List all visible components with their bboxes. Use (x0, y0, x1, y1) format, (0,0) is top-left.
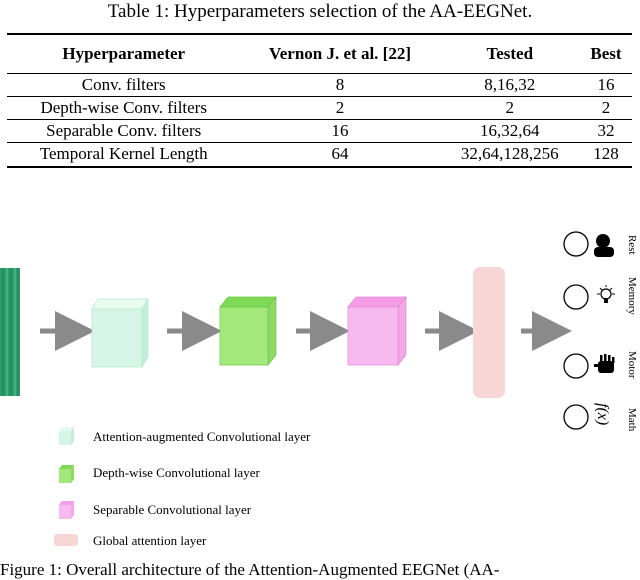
legend-label: Global attention layer (93, 533, 207, 548)
legend: Attention-augmented Convolutional layer … (54, 427, 311, 548)
architecture-figure: Rest Memory Motor f(x) Math (0, 231, 638, 548)
output-label: Rest (626, 235, 638, 255)
legend-item-attention: Attention-augmented Convolutional layer (59, 427, 311, 445)
legend-item-separable: Separable Convolutional layer (59, 501, 252, 519)
legend-label: Depth-wise Convolutional layer (93, 465, 260, 480)
table-header-cell: Hyperparameter (62, 44, 186, 63)
table-header-cell: Best (590, 44, 622, 63)
table-cell: Depth-wise Conv. filters (7, 96, 241, 120)
eeg-input-signal (0, 268, 20, 396)
table-cell: 16 (240, 119, 440, 143)
table-cell: 2 (579, 96, 632, 120)
table-cell: Conv. filters (7, 73, 241, 97)
output-math: f(x) Math (563, 403, 638, 432)
table-cell: 16,32,64 (439, 119, 580, 143)
separable-conv-block (347, 296, 407, 366)
global-attention-block (473, 267, 505, 398)
table-row: Depth-wise Conv. filters 2 2 2 (7, 96, 632, 120)
table-cell: Separable Conv. filters (7, 119, 241, 143)
output-motor: Motor (563, 351, 638, 379)
table-cell: 64 (240, 142, 440, 165)
table-cell: 16 (579, 73, 632, 97)
legend-label: Separable Convolutional layer (93, 502, 252, 517)
table-header-cell: Tested (486, 44, 534, 63)
lightbulb-icon (597, 285, 615, 303)
hand-icon (594, 354, 615, 373)
legend-label: Attention-augmented Convolutional layer (93, 429, 311, 444)
hyperparameter-table: Hyperparameter Vernon J. et al. [22] Tes… (7, 33, 632, 165)
output-label: Motor (626, 351, 638, 379)
table-cell: 2 (439, 96, 580, 120)
table-row: Separable Conv. filters 16 16,32,64 32 (7, 119, 632, 143)
table-caption: Table 1: Hyperparameters selection of th… (107, 1, 533, 22)
function-icon: f(x) (594, 403, 611, 425)
table-cell: 8 (240, 73, 440, 97)
attention-conv-block (91, 297, 149, 369)
table-header-cell: Vernon J. et al. [22] (269, 44, 411, 63)
output-label: Math (626, 408, 638, 432)
table-cell: 32,64,128,256 (439, 142, 580, 165)
table-cell: 32 (579, 119, 632, 143)
output-memory: Memory (563, 277, 638, 315)
person-icon (594, 234, 614, 257)
figure-caption: Figure 1: Overall architecture of the At… (0, 560, 500, 579)
legend-item-depthwise: Depth-wise Convolutional layer (59, 465, 260, 483)
output-rest: Rest (563, 231, 638, 257)
table-row: Temporal Kernel Length 64 32,64,128,256 … (7, 142, 632, 165)
table-cell: 128 (579, 142, 632, 165)
output-label: Memory (626, 277, 638, 315)
table-row: Conv. filters 8 8,16,32 16 (7, 73, 632, 97)
depthwise-conv-block (219, 296, 277, 366)
legend-item-global-attention: Global attention layer (54, 533, 207, 548)
table-cell: Temporal Kernel Length (7, 142, 241, 165)
table-bottom-rule (7, 166, 632, 168)
table-header-row: Hyperparameter Vernon J. et al. [22] Tes… (7, 34, 632, 74)
table-cell: 2 (240, 96, 440, 120)
table-cell: 8,16,32 (439, 73, 580, 97)
